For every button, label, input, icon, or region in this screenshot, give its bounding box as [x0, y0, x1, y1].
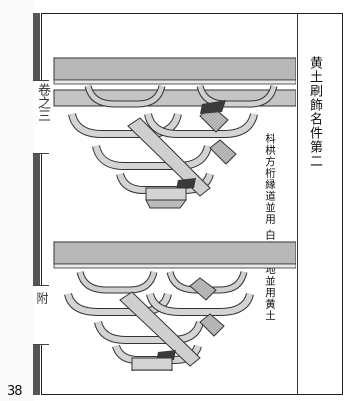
- edge-label-bottom-box: [33, 285, 49, 345]
- caption-line-1: 枓栱方桁縁道並用: [264, 133, 276, 225]
- upper-beam: [53, 57, 296, 81]
- upper-bracket-set: [53, 57, 296, 209]
- page-number: 38: [7, 384, 23, 399]
- bracket-set-illustration: [53, 57, 296, 371]
- edge-label-top-box: [33, 80, 49, 154]
- lower-bracket-set: [53, 241, 296, 371]
- lower-beam: [53, 241, 296, 265]
- edge-label-bottom: 附: [35, 292, 49, 304]
- edge-label-top: 卷之三: [35, 83, 50, 122]
- upper-beam-edge: [53, 79, 296, 85]
- left-margin: [0, 0, 33, 401]
- title-column-divider: [297, 13, 298, 395]
- lower-beam-edge: [53, 263, 296, 269]
- page-title: 黄土刷飾名件第二: [307, 56, 322, 168]
- spine-strip: [33, 13, 40, 395]
